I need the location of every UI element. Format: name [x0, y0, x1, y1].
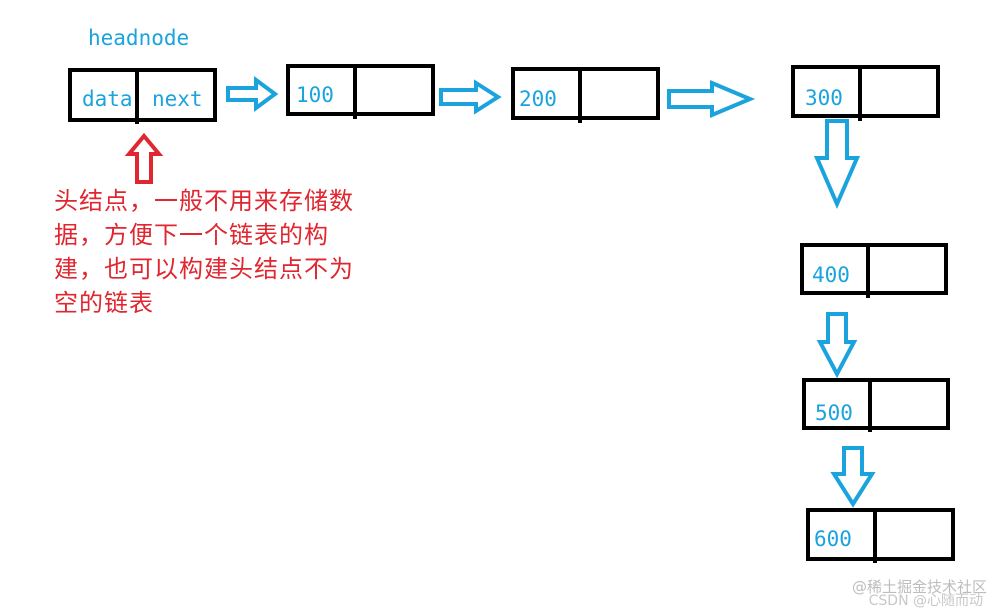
- annotation-line: 建，也可以构建头结点不为: [54, 255, 354, 283]
- annotation-line: 据，方便下一个链表的构: [54, 221, 329, 249]
- arrow-right-icon: [226, 76, 279, 112]
- arrow-down-icon: [830, 446, 876, 508]
- node-box-200: [511, 67, 660, 123]
- arrow-right-icon: [667, 79, 756, 119]
- head-node-annotation: 头结点，一般不用来存储数 据，方便下一个链表的构 建，也可以构建头结点不为 空的…: [54, 184, 399, 320]
- node-box-600: [806, 508, 955, 563]
- annotation-line: 头结点，一般不用来存储数: [54, 187, 354, 215]
- node-value-300: 300: [805, 86, 843, 110]
- node-box-300: [791, 65, 940, 121]
- node-value-400: 400: [812, 263, 850, 287]
- node-value-200: 200: [519, 87, 557, 111]
- watermark-juejin: @稀土掘金技术社区: [851, 578, 987, 596]
- head-next-label: next: [152, 87, 203, 111]
- node-value-100: 100: [296, 83, 334, 107]
- node-box-100: [286, 64, 435, 119]
- arrow-right-icon: [439, 79, 502, 115]
- node-box-500: [802, 378, 950, 432]
- annotation-line: 空的链表: [54, 289, 154, 317]
- node-value-600: 600: [814, 527, 852, 551]
- arrow-down-icon: [813, 119, 861, 210]
- watermark-csdn: CSDN @心随而动: [868, 593, 983, 609]
- node-box-400: [800, 243, 948, 298]
- headnode-label: headnode: [88, 26, 190, 50]
- node-value-500: 500: [815, 401, 853, 425]
- head-node-box: [68, 68, 217, 124]
- arrow-down-icon: [816, 312, 858, 379]
- arrow-up-icon: [124, 132, 164, 184]
- head-data-label: data: [82, 87, 133, 111]
